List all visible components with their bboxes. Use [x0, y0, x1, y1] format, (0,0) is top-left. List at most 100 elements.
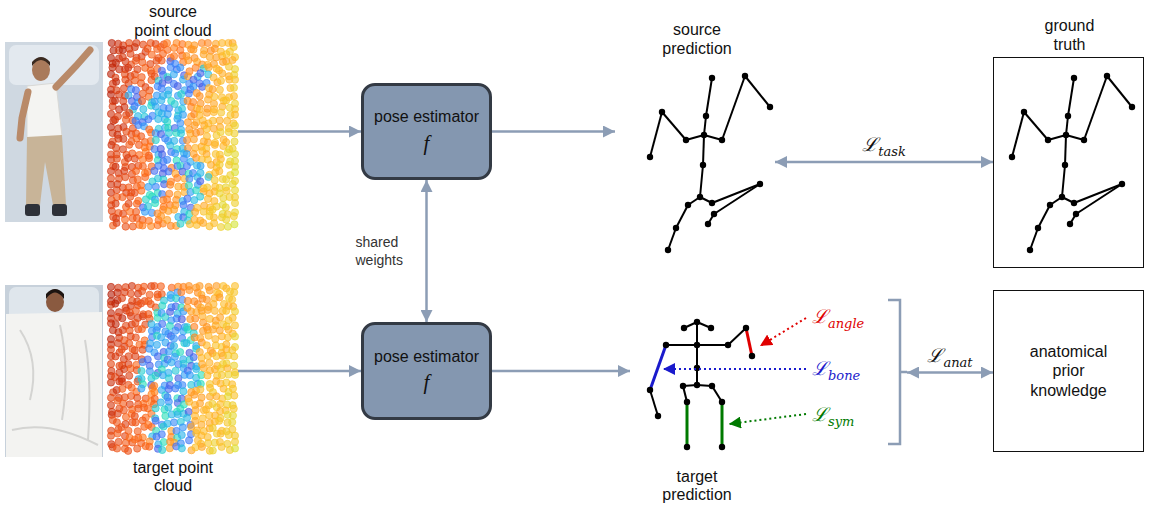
cloud-point	[209, 326, 216, 333]
cloud-point	[231, 76, 238, 83]
box-label: anatomical prior knowledge	[1024, 342, 1114, 400]
connector-arrow	[492, 130, 615, 133]
panel-heading: source point cloud	[132, 3, 214, 40]
joint	[709, 200, 715, 206]
cloud-point	[170, 53, 177, 60]
cloud-point	[115, 438, 122, 445]
cloud-point	[138, 97, 145, 104]
cloud-point	[190, 98, 197, 105]
cloud-point	[166, 308, 173, 315]
cloud-point	[231, 289, 238, 296]
cloud-point	[171, 137, 178, 144]
cloud-point	[216, 417, 223, 424]
cloud-point	[125, 353, 132, 360]
cloud-point	[152, 137, 159, 144]
bone	[706, 78, 712, 116]
cloud-point	[188, 381, 195, 388]
cloud-point	[139, 222, 146, 229]
joint	[1067, 221, 1073, 227]
joint	[1081, 137, 1087, 143]
cloud-point	[203, 126, 210, 133]
cloud-point	[217, 77, 224, 84]
cloud-point	[114, 430, 121, 437]
cloud-point	[172, 385, 179, 392]
cloud-point	[231, 221, 238, 228]
joint	[703, 113, 709, 119]
cloud-point	[210, 108, 217, 115]
cloud-point	[146, 291, 153, 298]
cloud-point	[225, 371, 232, 378]
cloud-point	[132, 87, 139, 94]
cloud-point	[112, 144, 119, 151]
cloud-point	[224, 223, 231, 230]
cloud-point	[139, 346, 146, 353]
connector-arrow	[775, 161, 993, 164]
cloud-point	[183, 162, 190, 169]
cloud-point	[216, 117, 223, 124]
cloud-point	[172, 295, 179, 302]
cloud-point	[113, 155, 120, 162]
cloud-point	[132, 167, 139, 174]
bone	[662, 112, 686, 140]
cloud-point	[131, 155, 138, 162]
joint	[663, 342, 669, 348]
cloud-point	[230, 405, 237, 412]
cloud-point	[178, 316, 185, 323]
cloud-point	[180, 201, 187, 208]
cloud-point	[125, 200, 132, 207]
cloud-point	[185, 90, 192, 97]
cloud-point	[230, 213, 237, 220]
cloud-point	[158, 97, 165, 104]
cloud-point	[113, 78, 120, 85]
cloud-point	[131, 44, 138, 51]
cloud-point	[223, 139, 230, 146]
cloud-point	[191, 323, 198, 330]
cloud-point	[157, 283, 164, 290]
loss-term: ℒsym	[812, 401, 854, 427]
cloud-point	[152, 405, 159, 412]
joint	[1104, 73, 1110, 79]
cloud-point	[144, 168, 151, 175]
cloud-point	[205, 332, 212, 339]
cloud-point	[114, 340, 121, 347]
cloud-point	[177, 348, 184, 355]
cloud-point	[138, 187, 145, 194]
cloud-point	[151, 167, 158, 174]
cloud-point	[211, 307, 218, 314]
bone	[650, 390, 658, 416]
joint	[655, 413, 661, 419]
cloud-point	[231, 392, 238, 399]
joint	[742, 73, 748, 79]
joint	[709, 75, 715, 81]
cloud-point	[192, 187, 199, 194]
cloud-point	[217, 128, 224, 135]
edge-label: ℒanat	[927, 342, 972, 368]
figure-panel: source prediction	[615, 62, 775, 262]
cloud-point	[121, 103, 128, 110]
target-photo	[5, 285, 103, 457]
cloud-point	[229, 296, 236, 303]
cloud-point	[204, 372, 211, 379]
cloud-point	[223, 307, 230, 314]
cloud-point	[231, 371, 238, 378]
joint	[749, 353, 755, 359]
cloud-point	[178, 431, 185, 438]
cloud-point	[231, 187, 238, 194]
cloud-point	[112, 353, 119, 360]
skeletons	[647, 73, 1135, 450]
bone	[728, 328, 746, 345]
cloud-point	[165, 385, 172, 392]
cloud-point	[165, 168, 172, 175]
cloud-point	[190, 354, 197, 361]
cloud-point	[197, 386, 204, 393]
cloud-point	[231, 199, 238, 206]
leader-arrow	[663, 368, 806, 370]
cloud-point	[231, 322, 238, 329]
cloud-point	[191, 208, 198, 215]
bone	[1012, 112, 1024, 157]
joint	[711, 211, 717, 217]
cloud-point	[186, 287, 193, 294]
cloud-point	[137, 300, 144, 307]
edge-label: ℒtask	[862, 131, 906, 157]
